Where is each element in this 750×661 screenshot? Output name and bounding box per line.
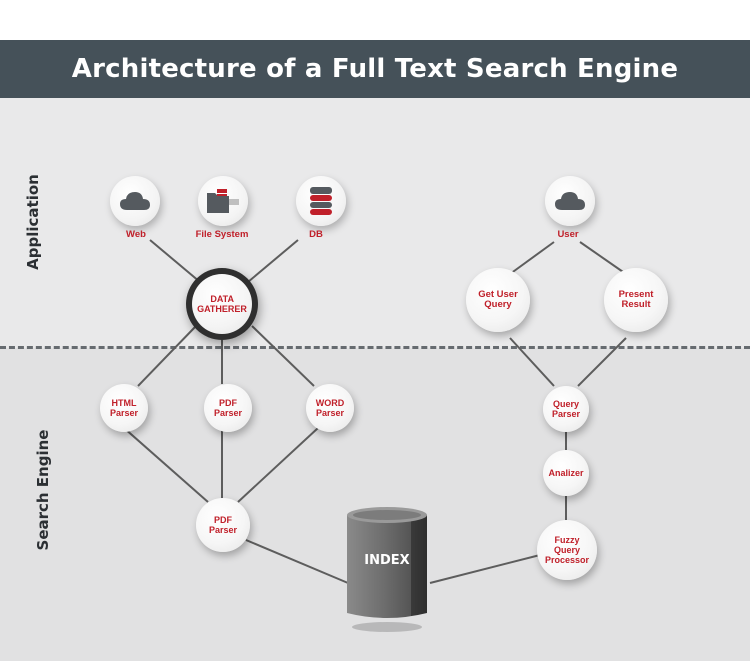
fuzzy-line1: Fuzzy Query: [553, 535, 580, 555]
get-user-query-line1: Get User: [478, 289, 518, 300]
data-gatherer-line2: GATHERER: [197, 304, 247, 314]
edge-present-qparser: [577, 337, 627, 387]
edge-user-getquery: [509, 241, 555, 275]
pdf-parser-node: PDF Parser: [204, 384, 252, 432]
word-parser-node: WORD Parser: [306, 384, 354, 432]
cloud-icon: [555, 192, 585, 210]
edge-getquery-qparser: [509, 337, 555, 387]
pdf-parser-line1: PDF: [219, 398, 237, 408]
html-parser-node: HTML Parser: [100, 384, 148, 432]
database-icon: [310, 187, 332, 215]
fuzzy-query-processor-node: Fuzzy Query Processor: [537, 520, 597, 580]
file-system-label: File System: [195, 229, 249, 240]
present-result-line1: Present: [618, 289, 654, 300]
edge-gatherer-html: [137, 325, 197, 387]
query-parser-node: Query Parser: [543, 386, 589, 432]
fuzzy-line2: Processor: [544, 555, 590, 565]
user-node: [545, 176, 595, 226]
page-title: Architecture of a Full Text Search Engin…: [71, 54, 679, 84]
pdf-parser-2-node: PDF Parser: [196, 498, 250, 552]
pdf-parser-line2: Parser: [213, 408, 243, 418]
query-parser-line1: Query: [552, 399, 579, 409]
present-result-line2: Result: [621, 299, 651, 310]
edge-gatherer-word: [251, 325, 315, 387]
index-label: INDEX: [364, 553, 410, 568]
db-label: DB: [309, 229, 323, 240]
cloud-icon: [120, 192, 150, 210]
query-parser-line2: Parser: [551, 409, 581, 419]
get-user-query-line2: Query: [484, 299, 512, 310]
data-gatherer-node: DATA GATHERER: [186, 268, 258, 340]
edge-db-gatherer: [247, 239, 299, 283]
edge-index-fuzzy: [429, 554, 541, 584]
folder-icon: [207, 189, 239, 213]
analizer-label: Analizer: [548, 468, 584, 478]
title-bar: Architecture of a Full Text Search Engin…: [0, 40, 750, 98]
word-parser-line2: Parser: [315, 408, 345, 418]
web-label: Web: [126, 229, 146, 240]
present-result-node: Present Result: [604, 268, 668, 332]
user-label: User: [557, 229, 579, 240]
section-divider: [0, 346, 750, 349]
web-node: [110, 176, 160, 226]
get-user-query-node: Get User Query: [466, 268, 530, 332]
index-shadow: [352, 622, 422, 632]
edge-user-present: [579, 241, 627, 275]
edge-web-gatherer: [149, 239, 201, 283]
file-system-node: [198, 176, 248, 226]
pdf-parser-2-line2: Parser: [208, 525, 238, 535]
analizer-node: Analizer: [543, 450, 589, 496]
html-parser-line1: HTML: [111, 398, 137, 408]
index-cylinder-icon: [347, 507, 427, 618]
data-gatherer-line1: DATA: [210, 294, 234, 304]
word-parser-line1: WORD: [315, 398, 345, 408]
index-node: INDEX: [345, 505, 429, 635]
edge-word-pdf2: [237, 427, 319, 503]
edge-html-pdf2: [123, 427, 209, 503]
html-parser-line2: Parser: [109, 408, 139, 418]
db-node: [296, 176, 346, 226]
edge-pdf2-index: [245, 539, 349, 584]
pdf-parser-2-line1: PDF: [214, 515, 232, 525]
